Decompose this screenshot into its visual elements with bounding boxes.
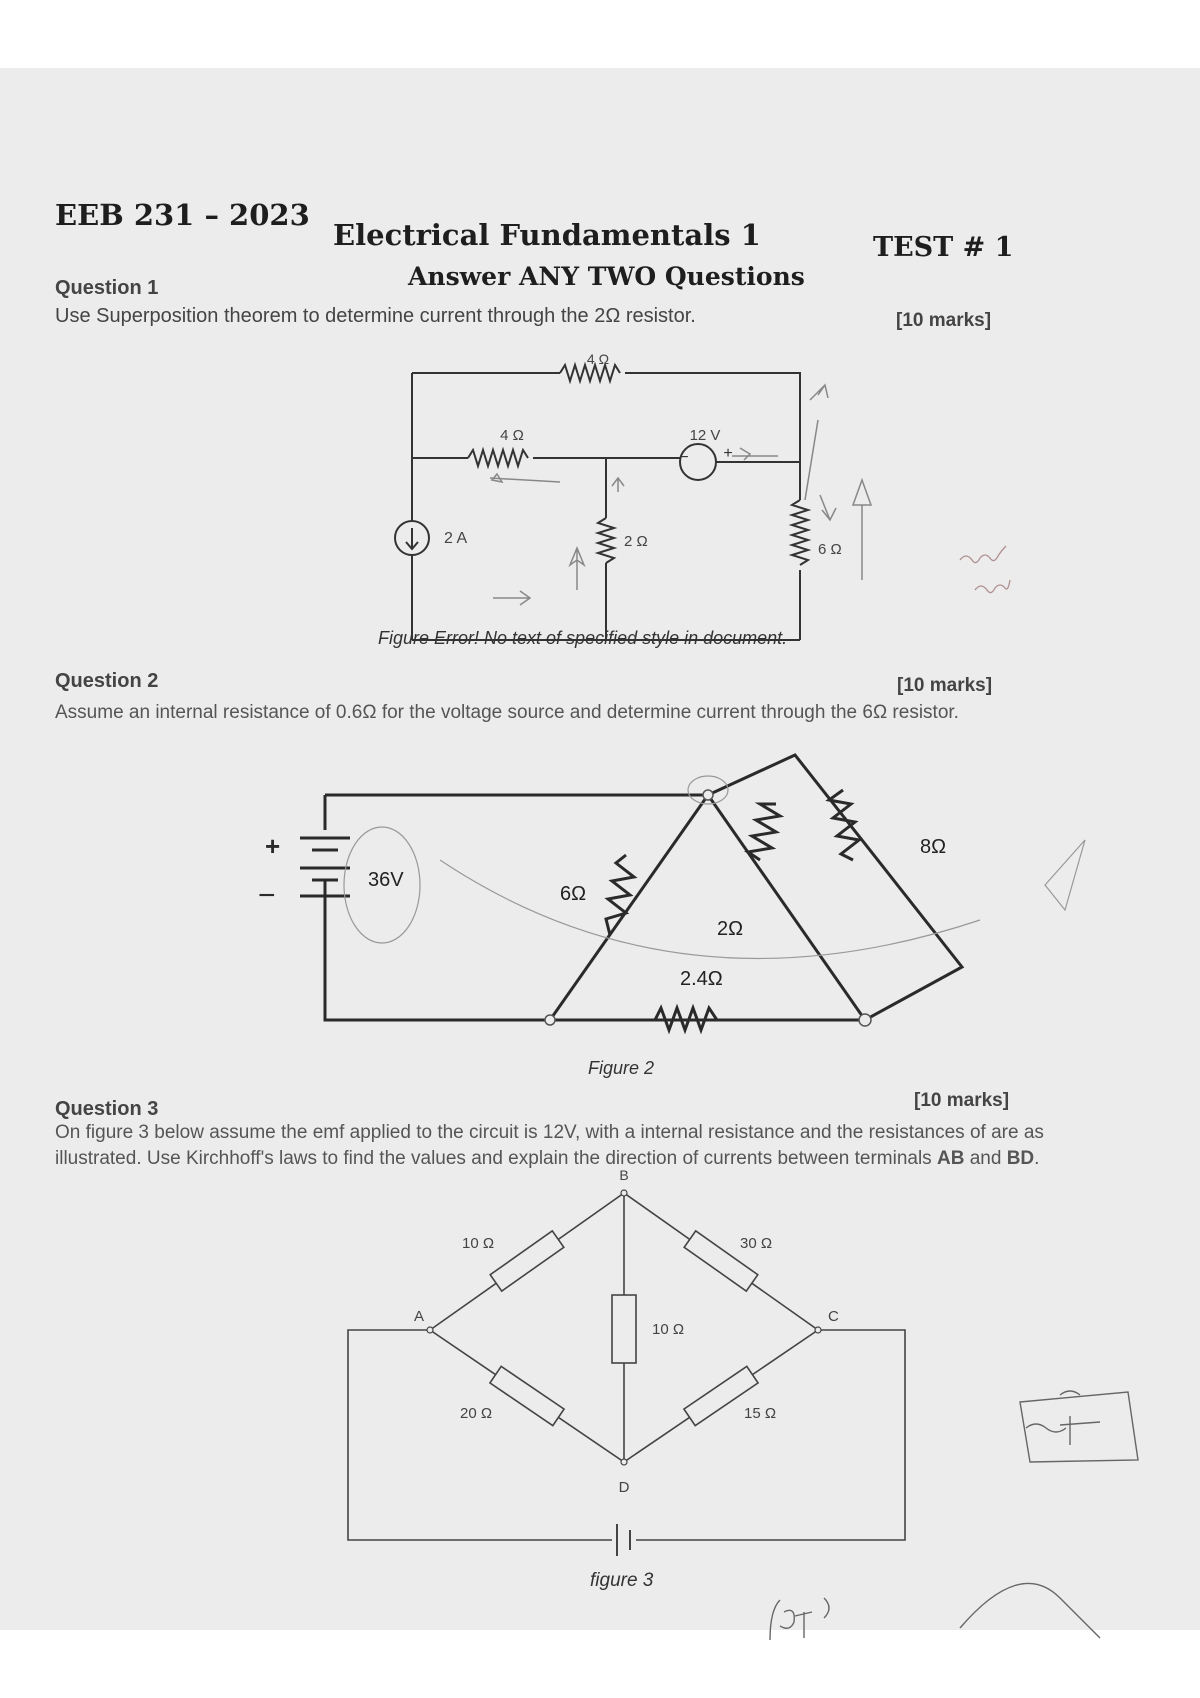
q1-title: Question 1: [55, 277, 159, 299]
q2-title: Question 2: [55, 670, 159, 692]
q3-text-line1: On figure 3 below assume the emf applied…: [55, 1122, 1044, 1143]
q3-node-c: C: [828, 1308, 839, 1325]
q3-node-a: A: [414, 1308, 424, 1325]
q1-text: Use Superposition theorem to determine c…: [55, 305, 696, 327]
q3-title: Question 3: [55, 1098, 159, 1120]
q3-label-r-bc: 30 Ω: [740, 1235, 772, 1252]
q3-label-r-dc: 15 Ω: [744, 1405, 776, 1422]
q1-marks: [10 marks]: [896, 310, 992, 331]
q2-label-r-left: 6Ω: [560, 883, 586, 905]
q3-text-line2: illustrated. Use Kirchhoff's laws to fin…: [55, 1148, 1039, 1170]
q2-label-r-bottom: 2.4Ω: [680, 968, 723, 990]
q3-term-bd: BD: [1006, 1148, 1035, 1169]
q3-label-r-ab: 10 Ω: [462, 1235, 494, 1252]
q2-label-r-right: 8Ω: [920, 836, 946, 858]
q3-label-r-ad: 20 Ω: [460, 1405, 492, 1422]
q1-label-r-center: 2 Ω: [624, 533, 648, 550]
q1-vsrc-minus-sign: −: [679, 449, 688, 466]
instruction: Answer ANY TWO Questions: [408, 262, 805, 291]
test-number: TEST # 1: [873, 232, 1014, 263]
q3-text-line2-body: illustrated. Use Kirchhoff's laws to fin…: [55, 1148, 937, 1169]
q1-label-r-right: 6 Ω: [818, 541, 842, 558]
q3-and: and: [964, 1148, 1007, 1169]
photo-top-margin: [0, 0, 1200, 68]
q1-label-r-top: 4 Ω: [587, 351, 609, 367]
q3-caption: figure 3: [590, 1570, 654, 1591]
q2-label-r-mid: 2Ω: [717, 918, 743, 940]
q3-term-ab: AB: [936, 1148, 965, 1169]
q1-vsrc-plus-sign: +: [723, 445, 732, 462]
q2-caption: Figure 2: [588, 1058, 655, 1078]
q2-marks: [10 marks]: [897, 675, 993, 696]
q3-label-r-bd: 10 Ω: [652, 1321, 684, 1338]
q2-battery-plus-sign: +: [265, 831, 280, 861]
exam-paper: [0, 68, 1200, 1630]
q1-label-vsrc: 12 V: [690, 427, 721, 444]
q1-caption: Figure Error! No text of specified style…: [378, 628, 788, 648]
photo-bottom-margin: [0, 1630, 1200, 1698]
course-title: Electrical Fundamentals 1: [333, 218, 761, 252]
q3-node-b: B: [619, 1167, 628, 1183]
q2-label-battery: 36V: [368, 869, 404, 891]
q3-period: .: [1034, 1148, 1040, 1169]
q1-label-isrc: 2 A: [444, 530, 467, 547]
course-code: EEB 231 – 2023: [55, 198, 310, 232]
q1-label-r-mid: 4 Ω: [500, 427, 524, 444]
q2-text: Assume an internal resistance of 0.6Ω fo…: [55, 702, 959, 723]
q2-battery-minus-sign: −: [258, 879, 276, 912]
q3-marks: [10 marks]: [914, 1090, 1010, 1111]
q3-node-d: D: [619, 1479, 630, 1496]
